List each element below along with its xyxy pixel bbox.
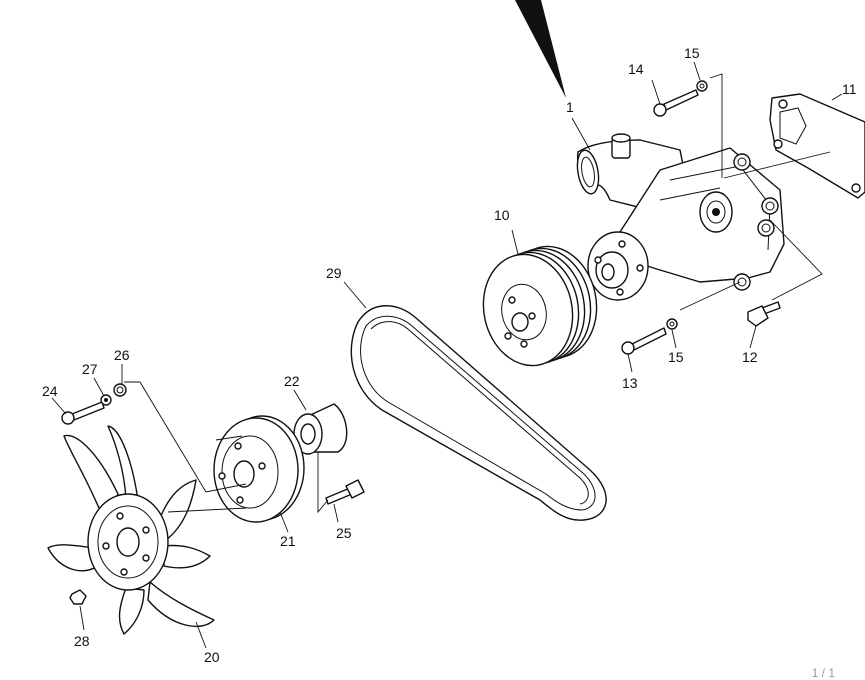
gasket: [769, 93, 865, 199]
bolt-13: [621, 327, 667, 355]
fan-pulley: [213, 415, 305, 523]
callout-1: 1: [566, 99, 574, 115]
bolt-24: [61, 401, 105, 425]
callout-26: 26: [114, 347, 130, 363]
callout-28: 28: [74, 633, 90, 649]
nut-28: [69, 589, 87, 605]
leader-lines: [51, 61, 843, 649]
spacer: [293, 403, 348, 455]
callout-10: 10: [494, 207, 510, 223]
pointer-arrow: [515, 0, 566, 98]
bolt-14: [653, 89, 699, 117]
callout-13: 13: [622, 375, 638, 391]
callout-11: 11: [842, 81, 857, 97]
cooling-fan: [47, 425, 215, 635]
page-indicator: 1 / 1: [811, 666, 835, 680]
bolt-25: [325, 479, 365, 505]
callout-27: 27: [82, 361, 98, 377]
callout-25: 25: [336, 525, 352, 541]
callout-29: 29: [326, 265, 342, 281]
washer-15-bottom: [666, 318, 678, 330]
callout-12: 12: [742, 349, 758, 365]
washer-27: [100, 394, 112, 406]
pump-pulley: [482, 245, 598, 367]
drive-belt: [350, 305, 607, 521]
washer-15-top: [696, 80, 708, 92]
bolt-12: [747, 301, 781, 327]
callout-20: 20: [204, 649, 220, 665]
callout-15a: 15: [684, 45, 700, 61]
callout-24: 24: [42, 383, 58, 399]
callout-14: 14: [628, 61, 644, 77]
washer-26: [113, 383, 127, 397]
water-pump: [576, 133, 785, 301]
callout-22: 22: [284, 373, 300, 389]
callout-15b: 15: [668, 349, 684, 365]
callout-21: 21: [280, 533, 296, 549]
